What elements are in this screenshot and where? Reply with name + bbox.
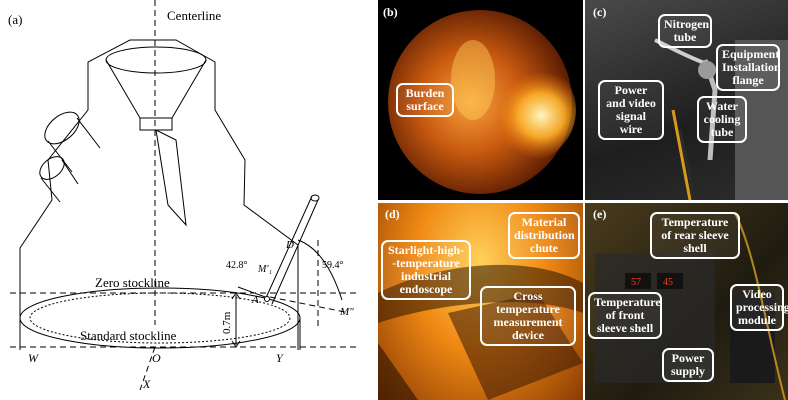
point-d-label: D [285, 239, 294, 251]
point-x-label: X [142, 377, 151, 391]
callout-distribution-chute: Material distribution chute [508, 212, 580, 259]
furnace-schematic: (a) Centerline Zero stockline Standard s… [8, 0, 360, 391]
display-1: 57 [631, 277, 641, 288]
point-w-label: W [28, 351, 39, 365]
callout-power-supply: Power supply [662, 348, 714, 382]
cabinet-photo: 57 45 [585, 203, 788, 400]
callout-video-processing: Video processing module [730, 284, 788, 331]
callout-front-sleeve-temp: Temperature of front sleeve shell [588, 292, 662, 339]
callout-installation-flange: Equipment Installation flange [716, 44, 781, 91]
distance-label: 0.7m [221, 311, 233, 334]
display-2: 45 [663, 277, 673, 288]
point-m1-label: M'₁ [257, 264, 272, 275]
panel-c-label: (c) [593, 5, 607, 19]
point-m2-label: M" [339, 306, 354, 318]
panel-b-label: (b) [383, 5, 398, 19]
panel-d-label: (d) [385, 207, 400, 221]
panel-e-label: (e) [593, 207, 607, 221]
angle-42-label: 42.8° [226, 260, 248, 271]
standard-stockline-label: Standard stockline [80, 328, 177, 343]
point-o-label: O [152, 351, 161, 365]
centerline-label: Centerline [167, 8, 221, 23]
callout-water-cooling-tube: Water cooling tube [697, 96, 747, 143]
point-y-label: Y [276, 351, 284, 365]
callout-nitrogen-tube: Nitrogen tube [658, 14, 712, 48]
installation-photo [585, 0, 788, 200]
zero-stockline-label: Zero stockline [95, 275, 170, 290]
burden-photo [378, 0, 583, 200]
callout-cross-temperature: Cross temperature measurement device [480, 286, 576, 346]
callout-power-video-wire: Power and video signal wire [598, 80, 664, 140]
callout-endoscope: Starlight-high--temperature industrial e… [381, 240, 471, 300]
angle-59-label: 59.4° [322, 260, 344, 271]
callout-burden-surface: Burden surface [396, 83, 454, 117]
panel-a-label: (a) [8, 12, 22, 27]
point-a-label: A [251, 294, 259, 306]
callout-rear-sleeve-temp: Temperature of rear sleeve shell [650, 212, 740, 259]
